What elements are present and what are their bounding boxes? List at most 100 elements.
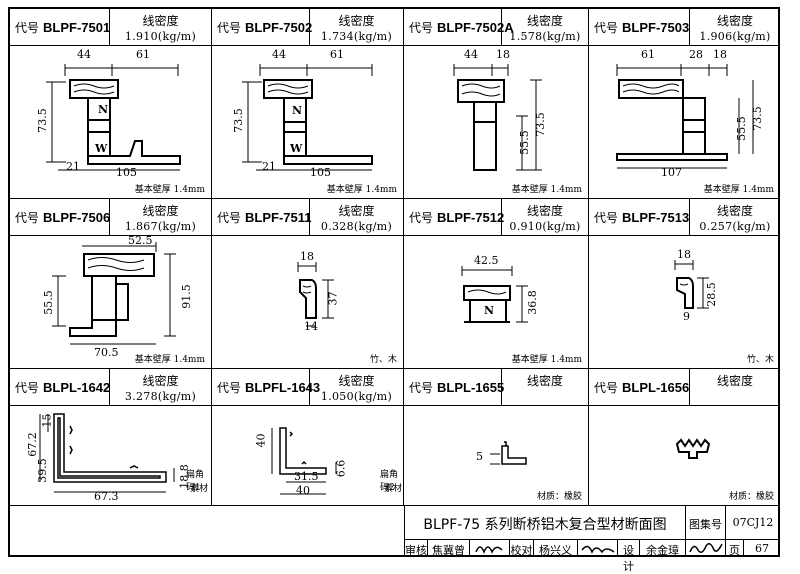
dim-label: 18 [713,48,727,61]
profile-code: BLPL-1655 [437,380,505,395]
code-label: 代号 [594,21,619,35]
dim-label: 55.5 [517,130,531,155]
dim-label: 14 [304,320,318,333]
wall-thickness-note: 基本壁厚 1.4mm [703,185,774,195]
profile-code: BLPFL-1643 [245,380,321,395]
code-label: 代号 [217,381,242,395]
dim-label: 6.6 [334,459,348,478]
density-value: 1.906(kg/m) [699,30,771,43]
designer-signature [689,543,723,553]
density-value: 1.734(kg/m) [320,30,393,43]
wall-thickness-note: 基本壁厚 1.4mm [511,185,582,195]
material-note: 素材 [384,484,403,494]
profile-code: BLPF-7512 [437,210,505,225]
dim-label: 73.5 [750,106,764,131]
profile-drawing-1643: 40 6.6 31.5 40 [212,406,403,505]
dim-label: 73.5 [231,108,245,133]
density-label: 线密度 [142,374,179,388]
dim-label: 55.5 [41,290,55,315]
profile-code: BLPL-1656 [622,380,690,395]
wall-thickness-note: 基本壁厚 1.4mm [511,355,582,365]
dim-label: 67.3 [94,490,119,503]
checker-cell: 杨兴义 [534,540,578,557]
dim-label: 55.5 [734,116,748,141]
page-label: 页 [729,544,740,557]
profile-code: BLPF-7502 [245,20,313,35]
atlas-label: 图集号 [689,518,722,531]
reviewer-name: 焦冀曾 [432,544,465,557]
wall-thickness-note: 基本壁厚 1.4mm [134,185,205,195]
profile-drawing-1656 [589,406,780,505]
page-no-cell: 67 [744,540,780,557]
profile-code: BLPF-7502A [437,20,514,35]
density-value: 0.257(kg/m) [699,220,771,233]
profile-drawing-7501: 44 61 73.5 N W 21 105 [10,46,211,198]
density-label: 线密度 [716,204,753,218]
dim-label: 91.5 [179,284,193,309]
n-label: N [98,103,109,116]
part-note: 扁角码1 [186,470,205,493]
atlas-number: 07CJ12 [732,516,774,529]
designer-name: 余金璋 [646,544,679,557]
dim-label: 40 [296,484,310,497]
title-cell: BLPF-75 系列断桥铝木复合型材断面图 [404,506,686,540]
check-signature-cell [578,540,618,557]
dim-label: 105 [116,166,137,179]
density-value: 0.328(kg/m) [320,220,393,233]
dim-label: 52.5 [128,234,153,247]
dim-label: 70.5 [94,346,119,359]
dim-label: 18 [496,48,510,61]
density-value: 1.050(kg/m) [320,390,393,403]
review-label-cell: 审核 [404,540,428,557]
design-label-cell: 设计 [618,540,640,573]
density-value: 3.278(kg/m) [124,390,197,403]
dim-label: 5 [476,450,483,463]
code-label: 代号 [594,381,619,395]
dim-label: 21 [66,160,80,173]
n-label: N [292,104,303,117]
dim-label: 36.8 [525,290,539,315]
review-signature-cell [470,540,510,557]
profile-code: BLPF-7506 [43,210,111,225]
wall-thickness-note: 基本壁厚 1.4mm [134,355,205,365]
atlas-no-cell: 07CJ12 [726,506,780,540]
dim-label: 18 [677,248,691,261]
profile-code: BLPF-7511 [245,210,312,225]
code-label: 代号 [15,381,40,395]
design-signature-cell [686,540,726,557]
density-value: 1.910(kg/m) [124,30,197,43]
dim-label: 61 [641,48,655,61]
density-label: 线密度 [526,204,563,218]
profile-drawing-7503: 61 28 18 55.5 73.5 107 [589,46,780,198]
dim-label: 44 [464,48,478,61]
code-label: 代号 [409,381,434,395]
profile-code: BLPL-1642 [43,380,111,395]
profile-drawing-7512: 42.5 36.8 N [404,236,588,368]
profile-drawing-7506: 52.5 55.5 91.5 70.5 [10,234,211,368]
density-label: 线密度 [526,14,563,28]
design-label: 设计 [623,544,634,573]
dim-label: 67.2 [25,432,39,457]
dim-label: 73.5 [35,108,49,133]
dim-label: 107 [661,166,682,179]
density-label: 线密度 [338,204,375,218]
dim-label: 28.5 [704,282,718,307]
reviewer-cell: 焦冀曾 [428,540,470,557]
material-note: 材质：橡胶 [728,492,774,502]
density-value: 0.910(kg/m) [509,220,581,233]
dim-label: 37 [326,291,340,306]
dim-label: 40 [254,433,268,448]
part-note: 扁角码2 [380,470,399,493]
dim-label: 15 [40,413,54,428]
page-label-cell: 页 [726,540,744,557]
dim-label: 61 [330,48,344,61]
w-label: W [290,142,303,155]
